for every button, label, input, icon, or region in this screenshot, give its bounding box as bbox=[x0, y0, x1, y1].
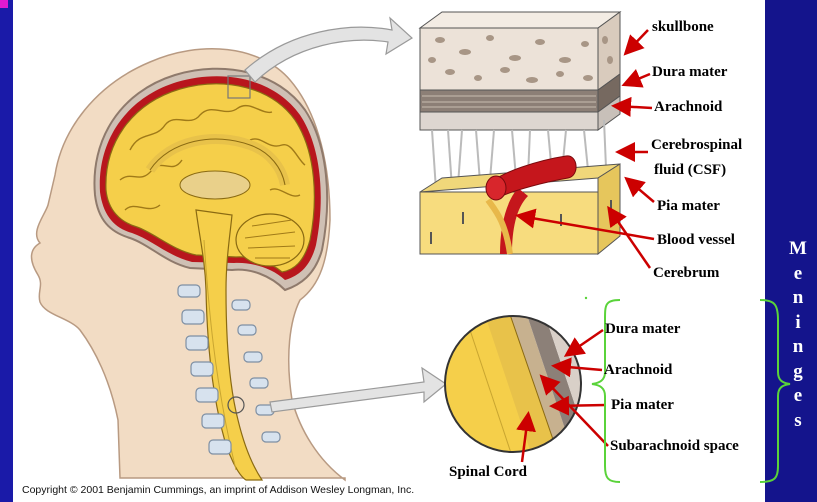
label-cerebrum: Cerebrum bbox=[653, 265, 720, 281]
meninges-letter: s bbox=[794, 409, 802, 431]
label-arachnoid-bottom: Arachnoid bbox=[604, 362, 673, 378]
label-dura-mater-bottom: Dura mater bbox=[605, 321, 681, 337]
left-border-bar bbox=[0, 0, 13, 502]
label-arachnoid-top: Arachnoid bbox=[654, 99, 723, 115]
label-pia-mater-bottom: Pia mater bbox=[611, 397, 674, 413]
meninges-letter: e bbox=[793, 385, 803, 406]
label-spinal-cord: Spinal Cord bbox=[449, 464, 527, 480]
spinal-magnified-circle bbox=[444, 315, 582, 453]
meninges-vertical-word: M e n i n g e s bbox=[787, 237, 809, 433]
corner-accent bbox=[0, 0, 8, 8]
label-subarachnoid-space: Subarachnoid space bbox=[610, 438, 739, 454]
spinal-cord-sagittal bbox=[195, 209, 264, 481]
meninges-letter: n bbox=[792, 336, 804, 357]
copyright-notice: Copyright © 2001 Benjamin Cummings, an i… bbox=[22, 484, 415, 496]
meninges-letter: M bbox=[789, 238, 807, 259]
zoom-arrow-top bbox=[244, 16, 413, 83]
label-csf-line1: Cerebrospinal bbox=[651, 137, 743, 153]
meninges-letter: g bbox=[793, 360, 803, 382]
meninges-letter: e bbox=[793, 262, 803, 284]
meninges-block bbox=[418, 11, 622, 256]
red-pointer-arrows bbox=[515, 29, 655, 463]
label-skullbone: skullbone bbox=[652, 19, 714, 35]
label-dura-mater-top: Dura mater bbox=[652, 64, 728, 80]
right-side-panel bbox=[765, 0, 817, 502]
vertebrae bbox=[177, 284, 281, 455]
label-csf-line2: fluid (CSF) bbox=[654, 162, 727, 178]
zoom-arrow-bottom bbox=[269, 366, 448, 413]
cerebellum bbox=[235, 213, 305, 267]
green-braces bbox=[591, 299, 791, 483]
label-pia-mater-top: Pia mater bbox=[657, 198, 720, 214]
label-blood-vessel: Blood vessel bbox=[657, 232, 735, 248]
meninges-letter: n bbox=[792, 287, 804, 308]
meninges-letter: i bbox=[795, 311, 801, 333]
